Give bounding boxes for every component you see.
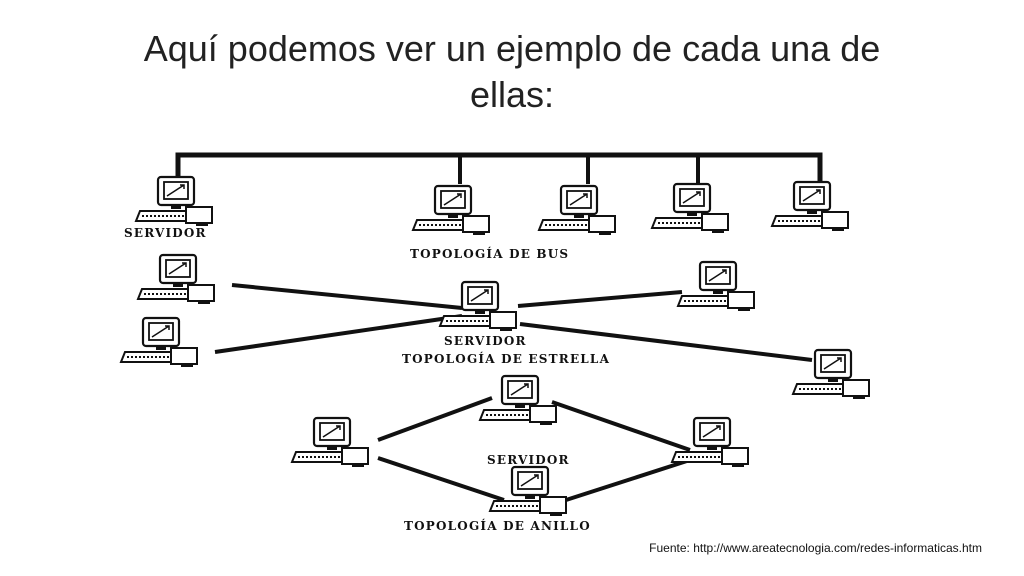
- star-server-label: SERVIDOR: [444, 334, 527, 348]
- ring-server-label: SERVIDOR: [487, 453, 570, 467]
- star-topology-label: TOPOLOGÍA DE ESTRELLA: [402, 351, 610, 366]
- ring-topology-label: TOPOLOGÍA DE ANILLO: [404, 518, 591, 533]
- bus-node-computer-icon: [650, 182, 730, 235]
- slide-title-line-1: Aquí podemos ver un ejemplo de cada una …: [143, 28, 881, 69]
- star-topology: SERVIDOR TOPOLOGÍA DE ESTRELLA: [119, 253, 871, 401]
- star-node-computer-icon: [676, 260, 756, 313]
- star-link: [214, 314, 463, 354]
- ring-link: [551, 400, 691, 452]
- star-link: [517, 290, 683, 308]
- star-link: [519, 322, 813, 362]
- ring-node-computer-icon: [290, 416, 370, 469]
- ring-link: [377, 396, 493, 442]
- slide-title-line-2: ellas:: [469, 74, 555, 115]
- bus-topology-label: TOPOLOGÍA DE BUS: [410, 246, 569, 261]
- ring-server-computer-icon: [488, 465, 568, 518]
- ring-topology: SERVIDOR TOPOLOGÍA DE ANILLO: [290, 374, 750, 533]
- star-node-computer-icon: [119, 316, 199, 369]
- star-link: [231, 283, 463, 310]
- bus-server-label: SERVIDOR: [124, 226, 207, 240]
- star-node-computer-icon: [136, 253, 216, 306]
- source-citation: Fuente: http://www.areatecnologia.com/re…: [649, 541, 982, 555]
- slide-title: Aquí podemos ver un ejemplo de cada una …: [100, 26, 924, 118]
- bus-node-computer-icon: [537, 184, 617, 237]
- bus-node-computer-icon: [411, 184, 491, 237]
- bus-node-computer-icon: [770, 180, 850, 233]
- bus-topology: SERVIDOR TOPOLOGÍA DE BUS: [124, 152, 850, 261]
- ring-node-computer-icon: [670, 416, 750, 469]
- bus-server-computer-icon: [134, 175, 214, 228]
- ring-link: [565, 458, 691, 502]
- ring-node-computer-icon: [478, 374, 558, 427]
- ring-link: [377, 456, 505, 502]
- bus-backbone: [175, 152, 823, 182]
